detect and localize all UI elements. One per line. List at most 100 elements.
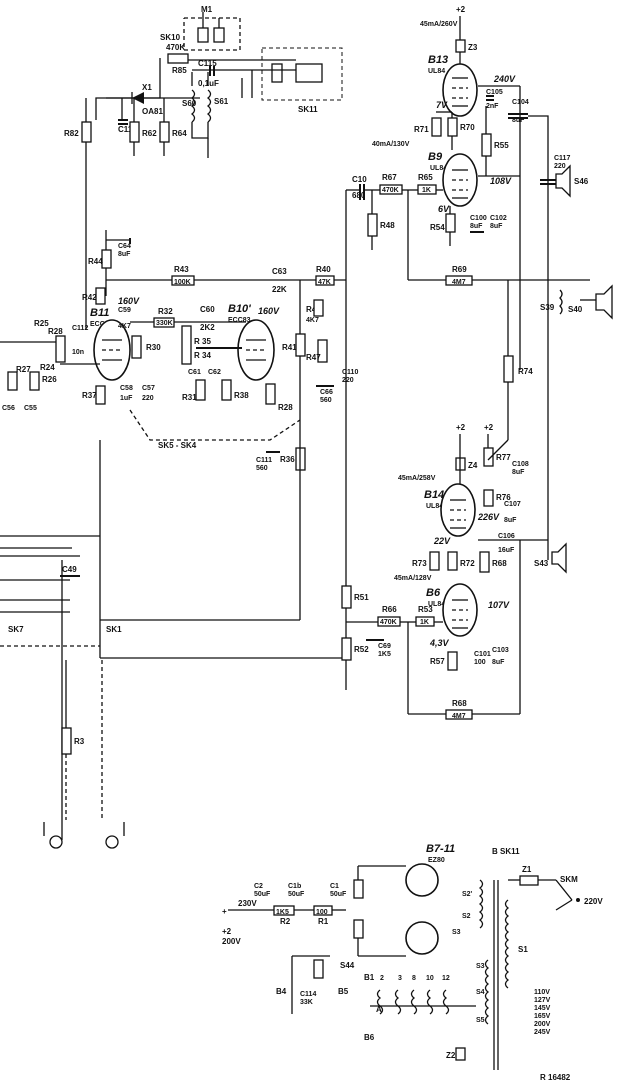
c64-ref: C64 bbox=[118, 243, 131, 250]
sk5-sk4-label: SK5 - SK4 bbox=[158, 441, 197, 450]
tap-200: 200V bbox=[534, 1021, 551, 1028]
tube-b13: 45mA/260V B13 UL84 bbox=[420, 21, 478, 117]
b13-type: UL84 bbox=[428, 68, 445, 75]
b14-current: 45mA/258V bbox=[398, 475, 436, 482]
c57-ref: C57 bbox=[142, 385, 155, 392]
s61-label: S61 bbox=[214, 97, 229, 106]
r67-value: 470K bbox=[382, 187, 399, 194]
r27-label: R27 bbox=[16, 365, 31, 374]
r74-ref: R74 bbox=[518, 367, 533, 376]
c64-value: 8uF bbox=[118, 251, 131, 258]
sk11-b-label: B SK11 bbox=[492, 847, 520, 856]
c113-ref: C113 bbox=[118, 125, 137, 134]
r43-ref: R43 bbox=[174, 265, 189, 274]
r57-ref: R57 bbox=[430, 657, 445, 666]
voltage-taps: 110V 127V 145V 165V 200V 245V bbox=[534, 989, 551, 1036]
r53-value: 1K bbox=[420, 619, 429, 626]
sk1-label: SK1 bbox=[106, 625, 122, 634]
r68-value: 4M7 bbox=[452, 713, 466, 720]
c106-value: 16uF bbox=[498, 547, 515, 554]
b11-type: ECC83 bbox=[90, 321, 113, 328]
c49-label: C49 bbox=[62, 565, 77, 574]
s2-prime-label: S2' bbox=[462, 891, 473, 898]
b6-current: 45mA/128V bbox=[394, 575, 432, 582]
s40-label: S40 bbox=[568, 305, 583, 314]
r48-ref: R48 bbox=[380, 221, 395, 230]
r71-ref: R71 bbox=[414, 125, 429, 134]
tap-245: 245V bbox=[534, 1029, 551, 1036]
c102-ref: C102 bbox=[490, 215, 507, 222]
r66-ref: R66 bbox=[382, 605, 397, 614]
tube-b10: B10' ECC83 bbox=[228, 303, 275, 381]
r69-ref: R69 bbox=[452, 265, 467, 274]
v160-left: 160V bbox=[118, 296, 140, 306]
r62-ref: R62 bbox=[142, 129, 157, 138]
r24-label: R24 bbox=[40, 363, 55, 372]
r37-ref: R37 bbox=[82, 391, 97, 400]
r65-value: 1K bbox=[422, 187, 431, 194]
r67-ref: R67 bbox=[382, 173, 397, 182]
sk11-label: SK11 bbox=[298, 105, 318, 114]
c56-label: C56 bbox=[2, 405, 15, 412]
r73-ref: R73 bbox=[412, 559, 427, 568]
r34-label: R 34 bbox=[194, 351, 211, 360]
r43-value: 100K bbox=[174, 279, 191, 286]
r25-label: R25 bbox=[34, 319, 49, 328]
r77-supply: +2 bbox=[484, 423, 494, 432]
s44-label: S44 bbox=[340, 961, 355, 970]
pin-12: 12 bbox=[442, 975, 450, 982]
r77-ref: R77 bbox=[496, 453, 511, 462]
b10-name: B10' bbox=[228, 303, 251, 315]
r28-label: R28 bbox=[48, 327, 63, 336]
s43-label: S43 bbox=[534, 559, 549, 568]
b11-name: B11 bbox=[90, 307, 109, 319]
c101-ref: C101 bbox=[474, 651, 491, 658]
b6-type: UL84 bbox=[428, 601, 445, 608]
tap-165: 165V bbox=[534, 1013, 551, 1020]
s3b-label: S3 bbox=[476, 963, 485, 970]
r40-value: 47K bbox=[318, 279, 331, 286]
b14-name: B14 bbox=[424, 489, 444, 501]
c66-value: 560 bbox=[320, 397, 332, 404]
z2-label: Z2 bbox=[446, 1051, 456, 1060]
b9-current: 40mA/130V bbox=[372, 141, 410, 148]
r36-ref: R28 bbox=[278, 403, 293, 412]
c10-value: 680 bbox=[352, 191, 366, 200]
c63-ref: C63 bbox=[272, 267, 287, 276]
c107-ref: C107 bbox=[504, 501, 521, 508]
tube-b7-11: B7-11 EZ80 bbox=[405, 843, 455, 955]
c2-ref: C2 bbox=[254, 883, 263, 890]
r40-ref: R40 bbox=[316, 265, 331, 274]
s60-label: S60 bbox=[182, 99, 197, 108]
r2-value: 100 bbox=[316, 909, 328, 916]
v7-label: 7V bbox=[436, 100, 448, 110]
c110-value: 220 bbox=[342, 377, 354, 384]
pin-2: 2 bbox=[380, 975, 384, 982]
v6-label: 6V bbox=[438, 204, 450, 214]
c1-value: 50uF bbox=[330, 891, 347, 898]
a-label: A bbox=[376, 1005, 382, 1014]
tap-127: 127V bbox=[534, 997, 551, 1004]
b13-name: B13 bbox=[428, 54, 448, 66]
b10-type: ECC83 bbox=[228, 317, 251, 324]
r85-value: 470K bbox=[166, 43, 185, 52]
c112-ref: C112 bbox=[72, 325, 88, 332]
tube-b6: 45mA/128V B6 UL84 bbox=[394, 575, 478, 637]
b14-supply: +2 bbox=[456, 423, 466, 432]
c100-value: 8uF bbox=[470, 223, 483, 230]
r33-ref: R36 bbox=[280, 455, 295, 464]
x1-label: X1 bbox=[142, 83, 152, 92]
c60-ref: C60 bbox=[200, 305, 215, 314]
r3-ref: R2 bbox=[280, 917, 291, 926]
c1-ref: C1 bbox=[330, 883, 339, 890]
tube-b9: 40mA/130V B9 UL84 bbox=[372, 141, 478, 207]
c105-value: 2nF bbox=[486, 103, 499, 110]
r85-ref: R85 bbox=[172, 66, 187, 75]
r72-ref: R72 bbox=[460, 559, 475, 568]
pin-10: 10 bbox=[426, 975, 434, 982]
c2-value: 50uF bbox=[254, 891, 271, 898]
r64-ref: R64 bbox=[172, 129, 187, 138]
c66-ref: C66 bbox=[320, 389, 333, 396]
plus-left: + bbox=[222, 907, 227, 916]
